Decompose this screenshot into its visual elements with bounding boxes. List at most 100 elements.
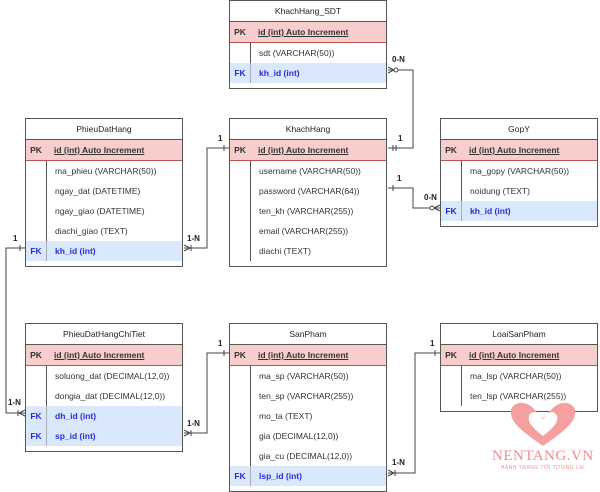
column-name: ma_gopy (VARCHAR(50)): [461, 161, 569, 181]
key-badge: [230, 386, 250, 406]
column-name: ngay_giao (DATETIME): [46, 201, 145, 221]
column-row[interactable]: diachi_giao (TEXT): [26, 221, 182, 241]
column-row[interactable]: sdt (VARCHAR(50)): [230, 43, 386, 63]
key-badge: [441, 366, 461, 386]
column-name: username (VARCHAR(50)): [250, 161, 361, 181]
cardinality-label: 1: [397, 174, 402, 183]
connector-sdt-khachhang: [388, 69, 414, 149]
column-name: noidung (TEXT): [461, 181, 530, 201]
column-row[interactable]: ma_lsp (VARCHAR(50)): [441, 366, 597, 386]
column-name: ten_sp (VARCHAR(255)): [250, 386, 353, 406]
key-badge: [441, 161, 461, 181]
key-badge: PK: [234, 27, 246, 37]
column-row[interactable]: mo_ta (TEXT): [230, 406, 386, 426]
table-title: PhieuDatHang: [26, 119, 182, 140]
key-badge: [230, 241, 250, 261]
column-row[interactable]: ten_kh (VARCHAR(255)): [230, 201, 386, 221]
primary-key-row[interactable]: PK id (int) Auto Increment: [230, 22, 386, 43]
column-row[interactable]: ten_lsp (VARCHAR(255)): [441, 386, 597, 406]
connector-khachhang-gopy: [388, 187, 440, 209]
key-badge: FK: [30, 246, 42, 256]
column-name: ma_lsp (VARCHAR(50)): [461, 366, 561, 386]
cardinality-label: 1: [398, 134, 403, 143]
key-badge: FK: [30, 431, 42, 441]
key-badge: PK: [445, 350, 457, 360]
key-badge: PK: [30, 350, 42, 360]
cardinality-label: 1: [13, 234, 18, 243]
cardinality-label: 0-N: [392, 55, 405, 64]
key-badge: FK: [30, 411, 42, 421]
table-title: KhachHang_SDT: [230, 1, 386, 22]
key-badge: [230, 181, 250, 201]
cardinality-label: 1: [218, 134, 223, 143]
column-row[interactable]: ngay_giao (DATETIME): [26, 201, 182, 221]
connector-khachhang-phieudathang-side: [5, 247, 25, 414]
cardinality-label: 1: [430, 339, 435, 348]
column-name: ma_phieu (VARCHAR(50)): [46, 161, 156, 181]
column-row[interactable]: ma_sp (VARCHAR(50)): [230, 366, 386, 386]
column-name: ma_sp (VARCHAR(50)): [250, 366, 349, 386]
book-heart-logo-icon: [510, 402, 576, 446]
connector-sanpham-loaisanpham: [388, 352, 440, 474]
column-row[interactable]: diachi (TEXT): [230, 241, 386, 261]
column-row[interactable]: ngay_dat (DATETIME): [26, 181, 182, 201]
table-footer: [230, 486, 386, 491]
column-name: id (int) Auto Increment: [54, 145, 145, 155]
column-name: dh_id (int): [46, 406, 96, 426]
column-name: kh_id (int): [461, 201, 511, 221]
key-badge: [26, 161, 46, 181]
key-badge: PK: [445, 145, 457, 155]
table-title: PhieuDatHangChiTiet: [26, 324, 182, 345]
column-name: sdt (VARCHAR(50)): [250, 43, 334, 63]
key-badge: [230, 221, 250, 241]
column-row[interactable]: soluong_dat (DECIMAL(12,0)): [26, 366, 182, 386]
column-row[interactable]: dongia_dat (DECIMAL(12,0)): [26, 386, 182, 406]
column-row[interactable]: username (VARCHAR(50)): [230, 161, 386, 181]
column-row[interactable]: password (VARCHAR(64)): [230, 181, 386, 201]
key-badge: [441, 181, 461, 201]
key-badge: [230, 201, 250, 221]
foreign-key-row[interactable]: FK dh_id (int): [26, 406, 182, 426]
column-name: gia (DECIMAL(12,0)): [250, 426, 338, 446]
watermark-brand: NENTANG.VN: [492, 448, 594, 464]
table-footer: [26, 446, 182, 451]
key-badge: [26, 221, 46, 241]
table-footer: [26, 261, 182, 266]
column-name: id (int) Auto Increment: [258, 27, 349, 37]
table-footer: [441, 221, 597, 226]
table-khachhang_sdt[interactable]: KhachHang_SDT PK id (int) Auto Increment sd…: [229, 0, 387, 89]
column-name: password (VARCHAR(64)): [250, 181, 359, 201]
column-name: mo_ta (TEXT): [250, 406, 312, 426]
key-badge: [230, 406, 250, 426]
column-row[interactable]: gia_cu (DECIMAL(12,0)): [230, 446, 386, 466]
cardinality-label: 1-N: [187, 234, 200, 243]
column-row[interactable]: email (VARCHAR(255)): [230, 221, 386, 241]
key-badge: [230, 446, 250, 466]
column-row[interactable]: ma_gopy (VARCHAR(50)): [441, 161, 597, 181]
column-row[interactable]: noidung (TEXT): [441, 181, 597, 201]
table-footer: [230, 83, 386, 88]
key-badge: [26, 366, 46, 386]
key-badge: [230, 366, 250, 386]
column-row[interactable]: ma_phieu (VARCHAR(50)): [26, 161, 182, 181]
column-row[interactable]: ten_sp (VARCHAR(255)): [230, 386, 386, 406]
column-row[interactable]: gia (DECIMAL(12,0)): [230, 426, 386, 446]
